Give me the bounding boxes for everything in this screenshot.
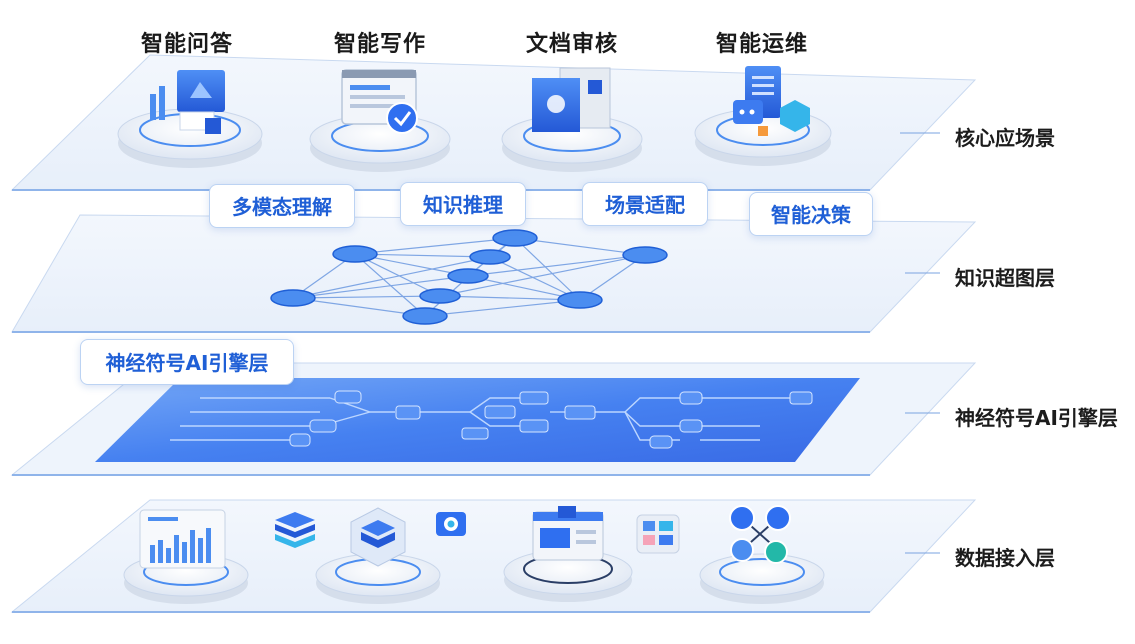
data-server-icon xyxy=(503,506,633,602)
app-title-qa: 智能问答 xyxy=(140,32,233,57)
graph-node xyxy=(332,245,378,263)
label-connectors xyxy=(900,132,940,554)
capability-scene-adapt: 场景适配 xyxy=(582,182,708,226)
graph-node xyxy=(622,246,668,264)
user-network-icon xyxy=(699,505,825,604)
graph-node xyxy=(402,307,448,325)
hypergraph-nodes xyxy=(270,229,668,325)
capability-multimodal: 多模态理解 xyxy=(209,184,355,228)
app-title-writing: 智能写作 xyxy=(333,32,426,57)
ops-icon xyxy=(694,66,832,166)
engine-layer-tag: 神经符号AI引擎层 xyxy=(80,339,294,385)
camera-sensor-icon xyxy=(436,512,466,536)
capability-decision: 智能决策 xyxy=(749,192,873,236)
layer-label-core: 核心应场景 xyxy=(955,126,1055,150)
graph-node xyxy=(270,289,316,307)
server-cube-icon xyxy=(315,507,441,604)
engine-flow-boxes xyxy=(289,390,813,449)
graph-node xyxy=(419,288,461,304)
qa-icon xyxy=(117,70,263,168)
capability-reasoning: 知识推理 xyxy=(400,182,526,226)
layer-label-data: 数据接入层 xyxy=(955,546,1055,570)
writing-icon xyxy=(309,69,451,172)
graph-node xyxy=(557,291,603,309)
app-title-doc-review: 文档审核 xyxy=(525,32,618,57)
app-title-ops: 智能运维 xyxy=(715,32,808,57)
document-review-icon xyxy=(501,67,643,172)
chart-icon xyxy=(123,509,249,604)
graph-node xyxy=(447,268,489,284)
dashboard-tile-icon xyxy=(636,514,680,554)
graph-node xyxy=(469,249,511,265)
layer-label-engine: 神经符号AI引擎层 xyxy=(955,406,1118,430)
graph-node xyxy=(492,229,538,247)
database-stack-icon xyxy=(275,512,315,548)
layer-label-knowledge: 知识超图层 xyxy=(955,266,1055,290)
